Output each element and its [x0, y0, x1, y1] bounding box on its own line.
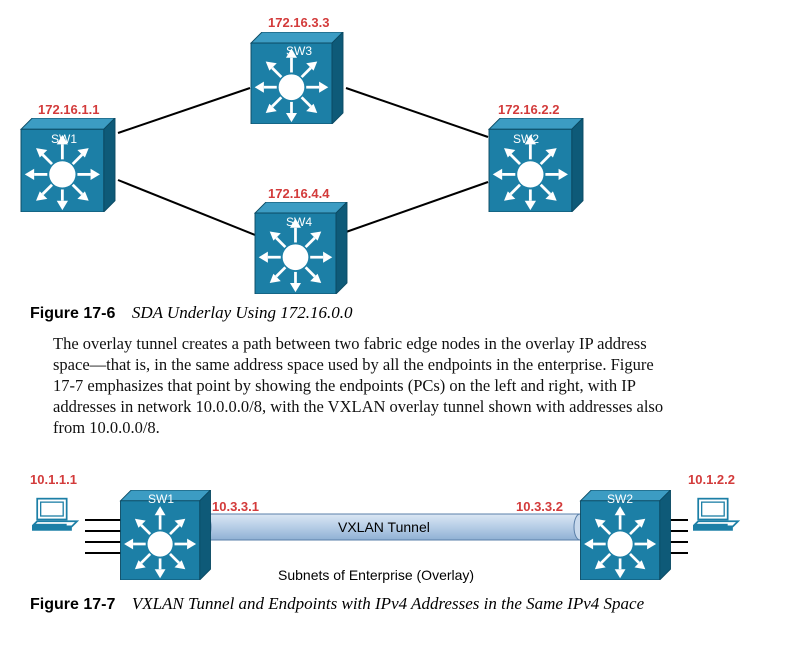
subnet-label: Subnets of Enterprise (Overlay) — [278, 567, 474, 583]
sw3-ip-label: 172.16.3.3 — [268, 15, 329, 30]
figure-7-caption: Figure 17-7 VXLAN Tunnel and Endpoints w… — [30, 594, 645, 613]
sw1-name-label: SW1 — [51, 132, 77, 146]
tunnel-right-ip-label: 10.3.3.2 — [516, 499, 563, 514]
switch-sw3: 172.16.3.3 SW3 — [249, 15, 345, 124]
switch-sw1: 172.16.1.1 SW1 — [19, 102, 117, 212]
fig7-sw2-name-label: SW2 — [607, 492, 633, 506]
figure-7-number: Figure 17-7 — [30, 596, 115, 613]
paragraph-line: 17-7 emphasizes that point by showing th… — [53, 376, 636, 395]
paragraph-line: from 10.0.0.0/8. — [53, 418, 160, 437]
link-sw3-sw2 — [345, 87, 489, 138]
switch-sw4: 172.16.4.4 SW4 — [253, 186, 349, 294]
sw2-ip-label: 172.16.2.2 — [498, 102, 559, 117]
sw1-ip-label: 172.16.1.1 — [38, 102, 99, 117]
link-sw1-sw3 — [117, 87, 251, 134]
body-paragraph: The overlay tunnel creates a path betwee… — [53, 333, 773, 438]
figure-6-title: SDA Underlay Using 172.16.0.0 — [132, 303, 353, 322]
sw4-name-label: SW4 — [286, 215, 312, 229]
switch-sw2-fig7: SW2 — [579, 490, 672, 580]
sw2-name-label: SW2 — [513, 132, 539, 146]
underlay-links — [117, 87, 489, 236]
tunnel-left-ip-label: 10.3.3.1 — [212, 499, 259, 514]
figure-6-caption: Figure 17-6 SDA Underlay Using 172.16.0.… — [30, 303, 353, 322]
fig7-sw1-name-label: SW1 — [148, 492, 174, 506]
figure-6-number: Figure 17-6 — [30, 305, 115, 322]
figure-7-diagram: 10.1.1.1 10.1.2.2 VXLAN Tunnel 10.3.3.1 … — [30, 472, 740, 583]
sw3-name-label: SW3 — [286, 44, 312, 58]
paragraph-line: space—that is, in the same address space… — [53, 355, 654, 374]
right-pc-ip-label: 10.1.2.2 — [688, 472, 735, 487]
tunnel-label: VXLAN Tunnel — [338, 519, 430, 535]
paragraph-line: addresses in network 10.0.0.0/8, with th… — [53, 397, 664, 416]
figure-7-title: VXLAN Tunnel and Endpoints with IPv4 Add… — [132, 594, 645, 613]
right-pc-icon — [693, 497, 740, 532]
sw4-ip-label: 172.16.4.4 — [268, 186, 330, 201]
left-pc-icon — [32, 497, 79, 532]
link-sw1-sw4 — [117, 179, 256, 236]
switch-sw2: 172.16.2.2 SW2 — [487, 102, 585, 212]
vxlan-tunnel: VXLAN Tunnel — [198, 513, 587, 541]
paragraph-line: The overlay tunnel creates a path betwee… — [53, 334, 647, 353]
left-access-links — [85, 519, 125, 554]
left-pc-ip-label: 10.1.1.1 — [30, 472, 77, 487]
link-sw4-sw2 — [345, 181, 489, 233]
switch-sw1-fig7: SW1 — [119, 490, 212, 580]
